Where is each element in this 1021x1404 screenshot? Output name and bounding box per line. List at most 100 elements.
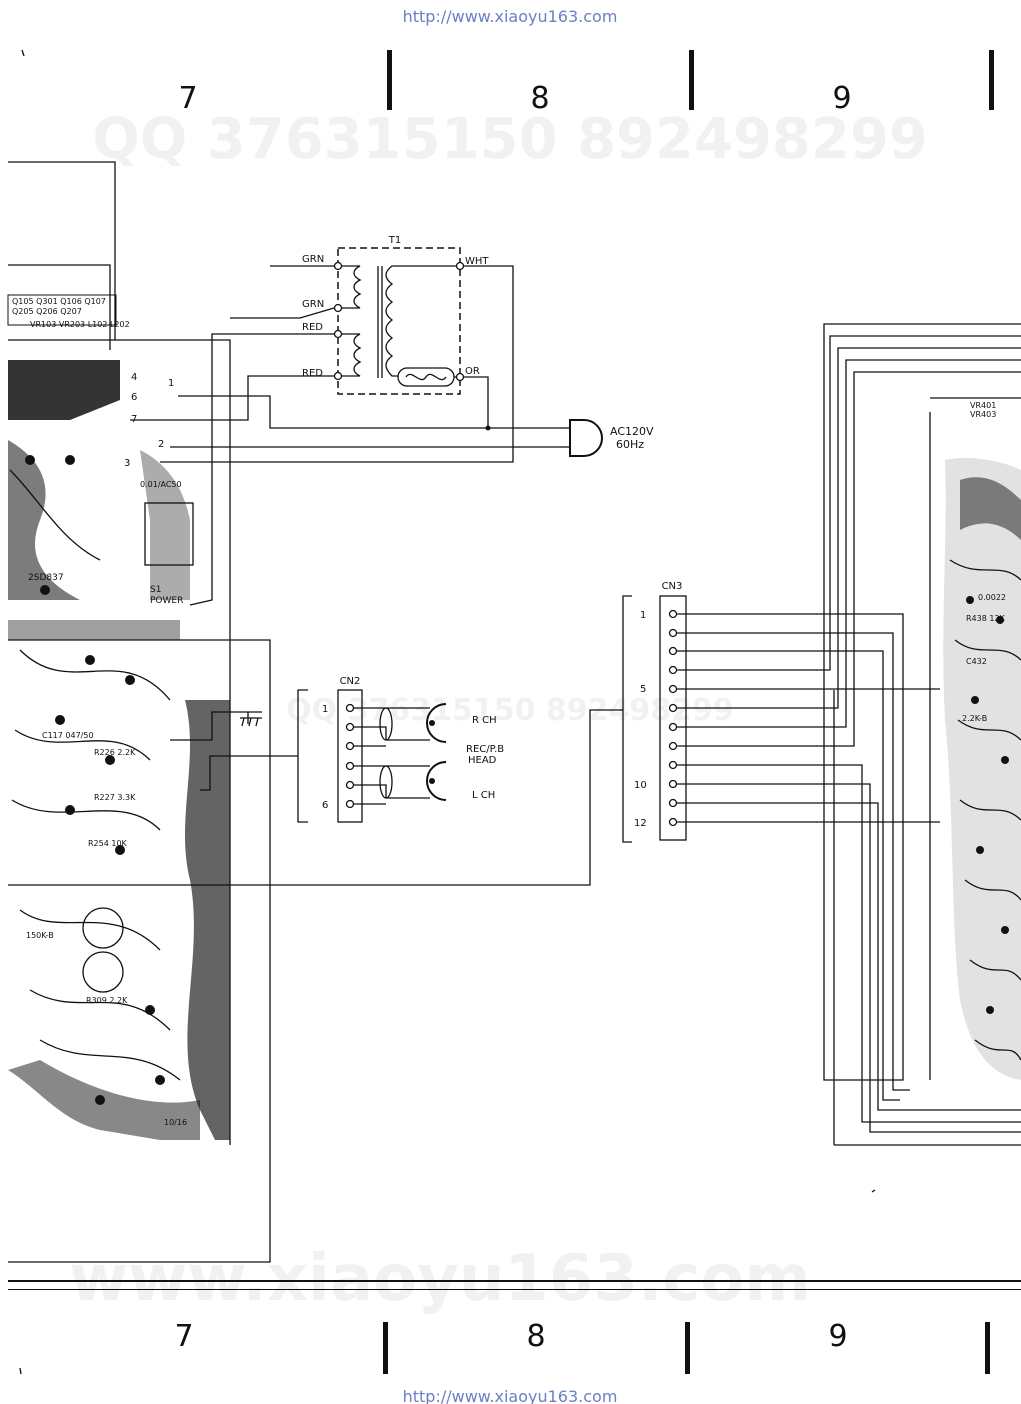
grid-bottom-7: 7 — [174, 1319, 193, 1354]
scan-mark — [21, 49, 25, 57]
wire-label-grn-2: GRN — [302, 299, 324, 310]
pcb-trace — [949, 559, 1021, 581]
transformer-ref: T1 — [388, 235, 401, 246]
site-watermark-bottom: www.xiaoyu163.com — [69, 1242, 811, 1316]
pcb-pad — [25, 455, 35, 465]
pcb-trace — [39, 1039, 181, 1081]
grid-top: 7 8 9 — [178, 50, 994, 116]
pcb-trace — [957, 719, 1021, 741]
pcb-trace — [19, 909, 161, 951]
harness-wire — [677, 323, 1021, 1081]
wire-or — [464, 376, 489, 428]
pcb-copper-area — [960, 477, 1021, 540]
ground-tick — [241, 717, 245, 727]
url-watermark-bottom: http://www.xiaoyu163.com — [403, 1387, 618, 1404]
ground-tick — [255, 717, 259, 727]
cn2-pin-icon — [345, 741, 355, 751]
url-watermark-top: http://www.xiaoyu163.com — [403, 7, 618, 26]
grid-divider — [689, 50, 694, 110]
head-wiring — [354, 703, 447, 805]
pcb-traces — [949, 559, 1021, 1061]
cn3-harness — [677, 323, 1021, 1146]
board-pin-6: 6 — [131, 392, 137, 403]
part-2sd837: 2SD837 — [28, 573, 64, 583]
board-pin-2: 2 — [158, 439, 164, 450]
grid-top-7: 7 — [178, 81, 197, 116]
bottom-frame-line — [8, 1280, 1021, 1282]
scan-mark — [871, 1189, 876, 1193]
cn3-body — [659, 595, 687, 841]
cn2-pin-icon — [345, 722, 355, 732]
head-wire — [354, 784, 430, 799]
pcb-pad — [40, 585, 50, 595]
left-pcb-board: Q105 Q301 Q106 Q107 Q205 Q206 Q207 VR103… — [7, 294, 231, 1145]
pcb-trace — [964, 879, 1021, 901]
transistor-row1: Q105 Q301 Q106 Q107 — [12, 297, 106, 306]
pcb-pads — [25, 455, 165, 1105]
pcb-trace — [974, 1039, 1021, 1061]
head-l-label: L CH — [472, 790, 495, 801]
pcb-trace — [11, 799, 161, 831]
head-subtitle: HEAD — [468, 755, 497, 766]
pcb-pad — [1001, 926, 1009, 934]
cn3-pin-icon — [668, 779, 678, 789]
cn2-pin-icon — [345, 703, 355, 713]
terminal-icon — [333, 303, 343, 313]
transformer-shield — [337, 247, 461, 395]
pcb-trace — [969, 959, 1021, 981]
cn2-pin-first: 1 — [322, 704, 328, 715]
cn2-pin-icon — [345, 780, 355, 790]
cn3-pin-icon — [668, 609, 678, 619]
pcb-copper-area — [943, 458, 1021, 1081]
cn3-pin-10: 10 — [634, 780, 647, 791]
transistor-label-box — [7, 294, 117, 326]
scan-mark — [19, 1367, 22, 1375]
pcb-copper-area — [185, 700, 230, 1140]
wire-grn-2 — [230, 307, 335, 319]
cn3-pin-icon — [668, 665, 678, 675]
head-gap-icon — [429, 778, 435, 784]
left-frame — [8, 161, 623, 1263]
grid-bottom: 7 8 9 — [174, 1319, 990, 1374]
cn3-pin-5: 5 — [640, 684, 646, 695]
ac-plug: AC120V 60Hz — [560, 419, 654, 457]
grid-bottom-8: 8 — [526, 1319, 545, 1354]
shield-icon — [379, 765, 393, 799]
wire-wht — [160, 265, 514, 463]
part-r227: R227 3.3K — [94, 793, 136, 802]
connector-cn3: CN3 1 5 10 12 — [622, 581, 687, 843]
right-pcb-board: VR401 VR403 C432 R438 12K 2.2K-B 0.0022 — [929, 397, 1021, 1081]
wire-red-1 — [189, 333, 334, 606]
grid-divider — [985, 1322, 990, 1374]
pcb-pad — [55, 715, 65, 725]
terminal-icon — [333, 329, 343, 339]
wire-power-1 — [178, 395, 560, 429]
vr401-label: VR401 — [970, 401, 996, 410]
pcb-pad — [145, 1005, 155, 1015]
transistor-row2: Q205 Q206 Q207 — [12, 307, 82, 316]
head-wire — [354, 726, 430, 741]
switch-s1-outline — [144, 502, 194, 566]
pcb-pad — [65, 805, 75, 815]
cn3-pin-12: 12 — [634, 818, 647, 829]
connector-cn2: CN2 1 6 R CH L CH REC/P.B — [200, 676, 504, 823]
part-r309: R309 2.2K — [86, 996, 128, 1005]
wire-label-wht: WHT — [465, 256, 489, 267]
board-pin-1: 1 — [168, 378, 174, 389]
cn3-pin-icon — [668, 798, 678, 808]
pcb-pad — [85, 655, 95, 665]
harness-wire — [677, 347, 1021, 709]
ground-symbol — [170, 711, 262, 741]
pcb-pad — [65, 455, 75, 465]
cn3-pin-icon — [668, 760, 678, 770]
shield-icon — [379, 707, 393, 741]
cn3-bracket — [622, 595, 632, 843]
board-pin-4: 4 — [131, 372, 137, 383]
pcb-pad — [155, 1075, 165, 1085]
harness-wire — [677, 371, 1021, 747]
cn3-pin-icon — [668, 646, 678, 656]
cn2-ref: CN2 — [340, 676, 361, 687]
grid-divider — [685, 1322, 690, 1374]
primary-coil-upper — [338, 265, 362, 309]
